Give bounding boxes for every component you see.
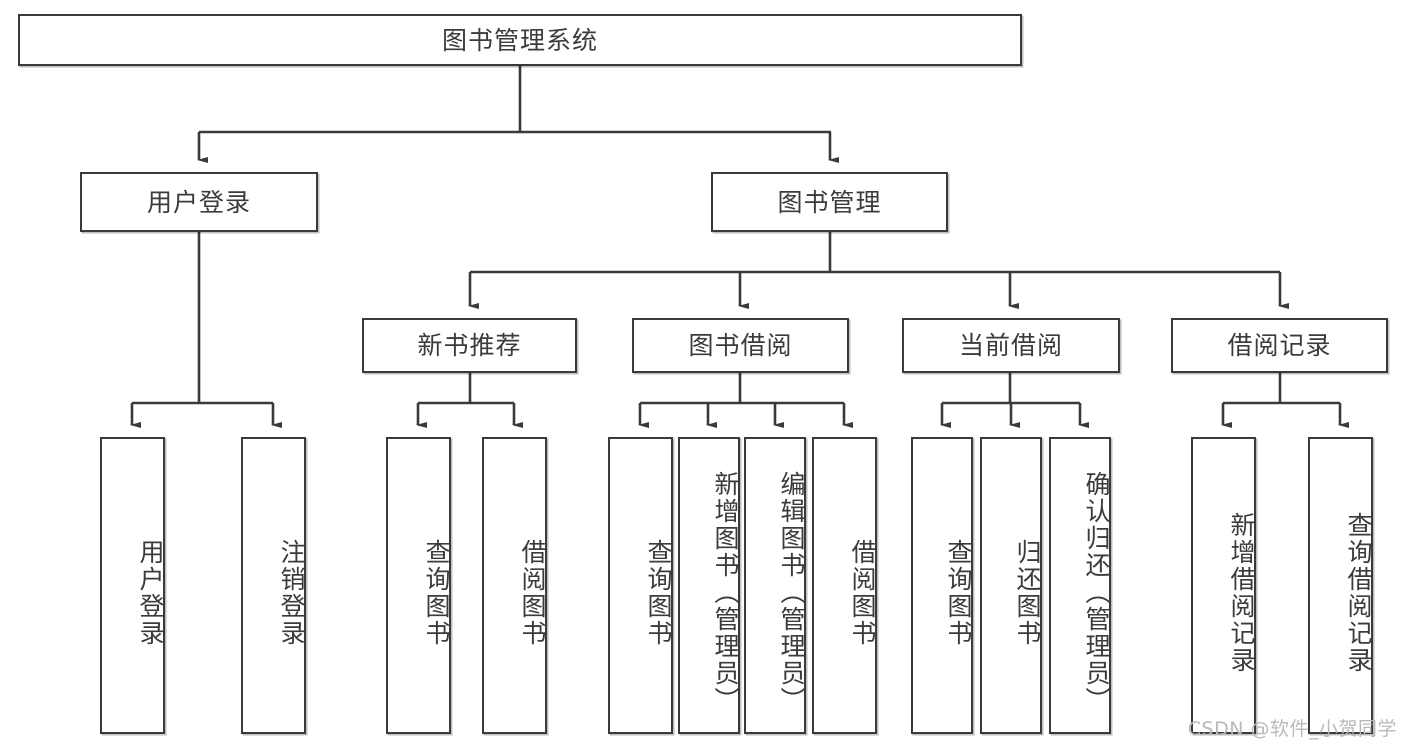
node-book-manage-label: 图书管理 xyxy=(777,187,882,217)
leaf-return-book[interactable]: 归还图书 xyxy=(980,437,1042,734)
leaf-query-book-2[interactable]: 查询图书 xyxy=(608,437,673,734)
node-book-borrow[interactable]: 图书借阅 xyxy=(632,318,849,373)
node-current-borrow-label: 当前借阅 xyxy=(958,331,1063,360)
node-new-book-recommend[interactable]: 新书推荐 xyxy=(362,318,577,373)
leaf-confirm-return[interactable]: 确认归还（管理员） xyxy=(1049,437,1111,734)
leaf-logout[interactable]: 注销登录 xyxy=(241,437,306,734)
leaf-query-record[interactable]: 查询借阅记录 xyxy=(1308,437,1373,734)
leaf-user-login[interactable]: 用户登录 xyxy=(100,437,165,734)
node-user-login[interactable]: 用户登录 xyxy=(80,172,318,232)
watermark-text: CSDN @软件_小贺同学 xyxy=(1187,718,1397,740)
node-root-label: 图书管理系统 xyxy=(441,25,598,55)
node-book-manage[interactable]: 图书管理 xyxy=(711,172,948,232)
leaf-add-book[interactable]: 新增图书（管理员） xyxy=(678,437,740,734)
node-borrow-record-label: 借阅记录 xyxy=(1227,331,1332,360)
leaf-confirm-return-label: 确认归还（管理员） xyxy=(1082,471,1111,714)
leaf-edit-book[interactable]: 编辑图书（管理员） xyxy=(744,437,806,734)
leaf-add-record-label: 新增借阅记录 xyxy=(1227,511,1256,674)
leaf-return-book-label: 归还图书 xyxy=(1013,538,1042,647)
leaf-logout-label: 注销登录 xyxy=(277,538,306,647)
leaf-borrow-book-2[interactable]: 借阅图书 xyxy=(812,437,877,734)
leaf-query-book-2-label: 查询图书 xyxy=(644,538,673,647)
leaf-query-book-3[interactable]: 查询图书 xyxy=(911,437,973,734)
leaf-edit-book-label: 编辑图书（管理员） xyxy=(777,471,806,714)
leaf-borrow-book-1[interactable]: 借阅图书 xyxy=(482,437,547,734)
leaf-add-book-label: 新增图书（管理员） xyxy=(711,471,740,714)
leaf-query-book-1-label: 查询图书 xyxy=(422,538,451,647)
leaf-add-record[interactable]: 新增借阅记录 xyxy=(1191,437,1256,734)
node-new-book-recommend-label: 新书推荐 xyxy=(417,331,522,360)
leaf-user-login-label: 用户登录 xyxy=(136,538,165,647)
node-current-borrow[interactable]: 当前借阅 xyxy=(902,318,1120,373)
node-root[interactable]: 图书管理系统 xyxy=(18,14,1022,66)
leaf-borrow-book-2-label: 借阅图书 xyxy=(848,538,877,647)
leaf-query-book-3-label: 查询图书 xyxy=(944,538,973,647)
node-book-borrow-label: 图书借阅 xyxy=(688,331,793,360)
node-user-login-label: 用户登录 xyxy=(146,187,251,217)
node-borrow-record[interactable]: 借阅记录 xyxy=(1171,318,1388,373)
leaf-query-record-label: 查询借阅记录 xyxy=(1344,511,1373,674)
leaf-borrow-book-1-label: 借阅图书 xyxy=(518,538,547,647)
leaf-query-book-1[interactable]: 查询图书 xyxy=(386,437,451,734)
